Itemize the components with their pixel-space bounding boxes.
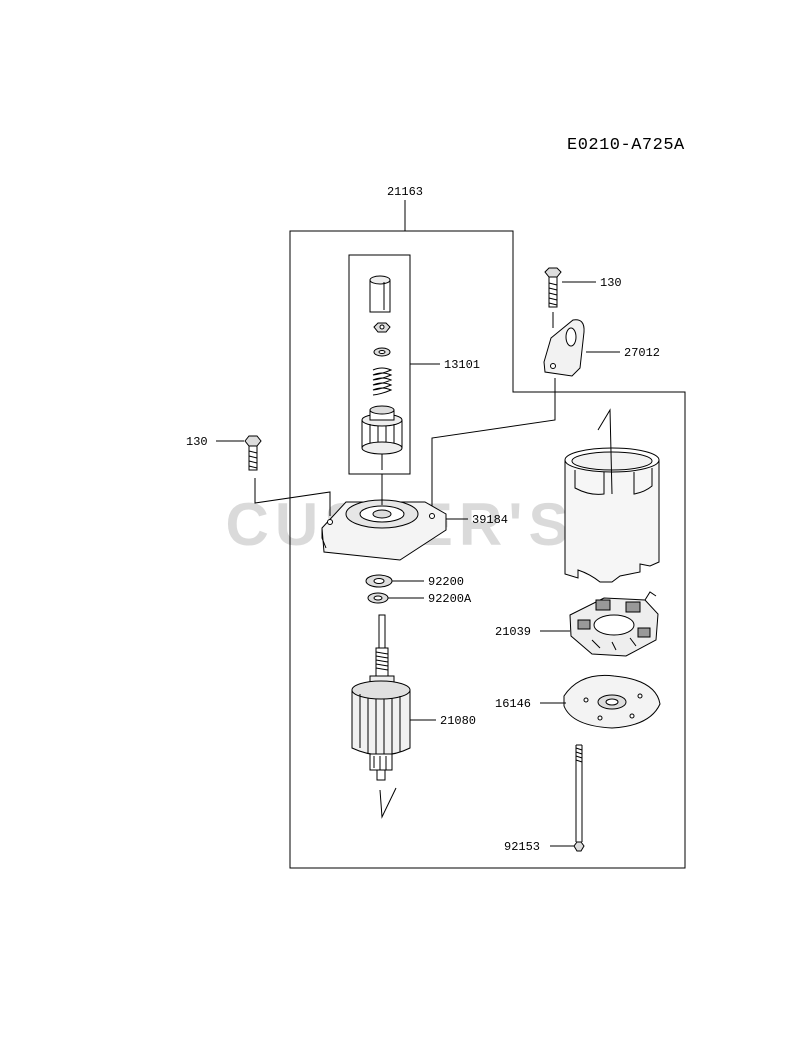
brush-holder	[569, 591, 659, 657]
washer-92200	[365, 574, 393, 588]
label-92200: 92200	[428, 575, 464, 589]
washer-92200a	[367, 592, 389, 604]
pinion-gear	[361, 405, 403, 455]
label-21163: 21163	[387, 185, 423, 199]
brush-plate	[563, 674, 661, 729]
label-92200A: 92200A	[428, 592, 472, 606]
label-21080: 21080	[440, 714, 476, 728]
label-92153: 92153	[504, 840, 540, 854]
pinion-nut	[373, 322, 391, 333]
through-bolt	[573, 744, 585, 852]
top-bolt	[544, 267, 562, 308]
pinion-washer	[373, 347, 391, 357]
diagram-code: E0210-A725A	[567, 136, 685, 155]
label-13101: 13101	[444, 358, 480, 372]
left-bolt-connection-line	[254, 478, 331, 516]
yoke-break-mark	[597, 408, 613, 495]
label-130-top: 130	[600, 276, 622, 290]
left-bolt	[244, 435, 262, 471]
yoke-housing	[564, 447, 660, 583]
label-27012: 27012	[624, 346, 660, 360]
armature	[351, 614, 411, 781]
pinion-spring	[372, 367, 393, 396]
label-16146: 16146	[495, 697, 531, 711]
pinion-sleeve	[369, 275, 391, 313]
label-21039: 21039	[495, 625, 531, 639]
assembly-outline	[289, 230, 686, 869]
label-130-left: 130	[186, 435, 208, 449]
bracket	[543, 319, 585, 377]
armature-break-mark	[379, 787, 397, 819]
end-cover	[321, 499, 447, 561]
label-39184: 39184	[472, 513, 508, 527]
bracket-connection-line	[431, 378, 556, 510]
